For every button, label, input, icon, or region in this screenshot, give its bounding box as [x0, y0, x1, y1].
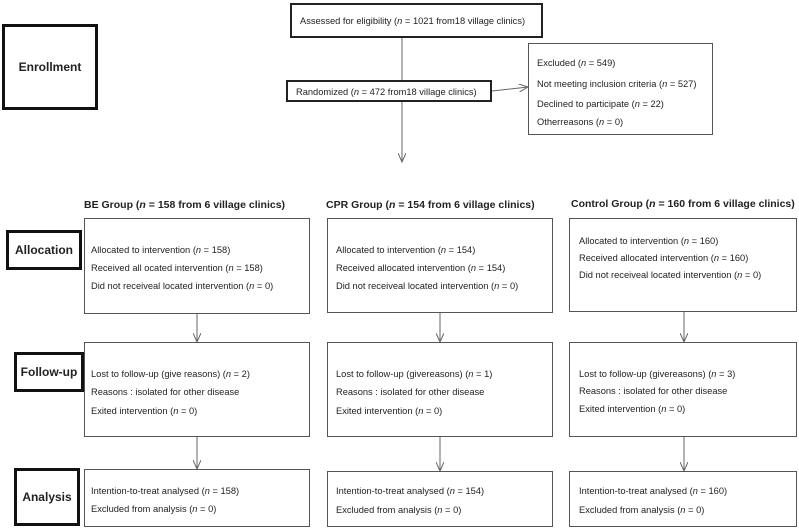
control-analysis-line: Intention-to-treat analysed (n = 160): [579, 486, 728, 496]
be-allocation-box: Allocated to intervention (n = 158) Rece…: [84, 218, 310, 314]
control-analysis-box: Intention-to-treat analysed (n = 160) Ex…: [569, 471, 797, 527]
be-analysis-box: Intention-to-treat analysed (n = 158) Ex…: [84, 469, 310, 527]
cpr-allocation-line: Received allocated intervention (n = 154…: [336, 263, 506, 273]
stage-analysis: Analysis: [14, 468, 80, 526]
randomized-box: Randomized (n = 472 from18 village clini…: [286, 80, 492, 102]
assessed-box: Assessed for eligibility (n = 1021 from1…: [290, 3, 543, 38]
cpr-allocation-line: Did not receiveal located intervention (…: [336, 281, 519, 291]
stage-enrollment: Enrollment: [2, 24, 98, 110]
cpr-allocation-line: Allocated to intervention (n = 154): [336, 245, 476, 255]
cpr-followup-line: Lost to follow-up (givereasons) (n = 1): [336, 369, 493, 379]
control-allocation-line: Allocated to intervention (n = 160): [579, 236, 719, 246]
cpr-followup-line: Reasons : isolated for other disease: [336, 387, 485, 397]
be-followup-box: Lost to follow-up (give reasons) (n = 2)…: [84, 342, 310, 437]
be-followup-line: Exited intervention (n = 0): [91, 406, 198, 416]
stage-allocation-label: Allocation: [14, 243, 73, 257]
cpr-followup-box: Lost to follow-up (givereasons) (n = 1) …: [327, 342, 553, 437]
cpr-followup-line: Exited intervention (n = 0): [336, 406, 443, 416]
excluded-total: Excluded (n = 549): [537, 58, 616, 68]
cpr-analysis-line: Excluded from analysis (n = 0): [336, 505, 462, 515]
excluded-criteria: Not meeting inclusion criteria (n = 527): [537, 79, 697, 89]
control-followup-box: Lost to follow-up (givereasons) (n = 3) …: [569, 342, 797, 437]
control-allocation-line: Received allocated intervention (n = 160…: [579, 253, 749, 263]
excluded-declined: Declined to participate (n = 22): [537, 99, 664, 109]
be-group-title: BE Group (n = 158 from 6 village clinics…: [84, 199, 286, 211]
stage-allocation: Allocation: [6, 230, 82, 270]
control-followup-line: Lost to follow-up (givereasons) (n = 3): [579, 369, 736, 379]
randomized-to-excluded-arrow: [491, 87, 528, 91]
control-allocation-line: Did not receiveal located intervention (…: [579, 270, 762, 280]
cpr-analysis-line: Intention-to-treat analysed (n = 154): [336, 486, 485, 496]
stage-enrollment-label: Enrollment: [18, 60, 82, 74]
randomized-text: Randomized (n = 472 from18 village clini…: [296, 87, 477, 97]
be-followup-line: Lost to follow-up (give reasons) (n = 2): [91, 369, 250, 379]
control-allocation-box: Allocated to intervention (n = 160) Rece…: [569, 218, 797, 312]
be-allocation-line: Allocated to intervention (n = 158): [91, 245, 231, 255]
cpr-analysis-box: Intention-to-treat analysed (n = 154) Ex…: [327, 471, 553, 527]
control-followup-line: Exited intervention (n = 0): [579, 404, 686, 414]
stage-followup: Follow-up: [14, 352, 84, 392]
be-allocation-line: Received all ocated intervention (n = 15…: [91, 263, 263, 273]
be-analysis-line: Intention-to-treat analysed (n = 158): [91, 486, 240, 496]
control-followup-line: Reasons : isolated for other disease: [579, 386, 728, 396]
excluded-box: Excluded (n = 549) Not meeting inclusion…: [528, 43, 713, 135]
control-group-title: Control Group (n = 160 from 6 village cl…: [571, 198, 795, 210]
excluded-other: Otherreasons (n = 0): [537, 117, 624, 127]
assessed-text: Assessed for eligibility (n = 1021 from1…: [300, 16, 526, 26]
stage-analysis-label: Analysis: [22, 490, 72, 504]
be-allocation-line: Did not receiveal located intervention (…: [91, 281, 274, 291]
stage-followup-label: Follow-up: [20, 365, 78, 379]
be-analysis-line: Excluded from analysis (n = 0): [91, 504, 217, 514]
cpr-group-title: CPR Group (n = 154 from 6 village clinic…: [326, 199, 535, 211]
be-followup-line: Reasons : isolated for other disease: [91, 387, 240, 397]
control-analysis-line: Excluded from analysis (n = 0): [579, 505, 705, 515]
cpr-allocation-box: Allocated to intervention (n = 154) Rece…: [327, 218, 553, 313]
